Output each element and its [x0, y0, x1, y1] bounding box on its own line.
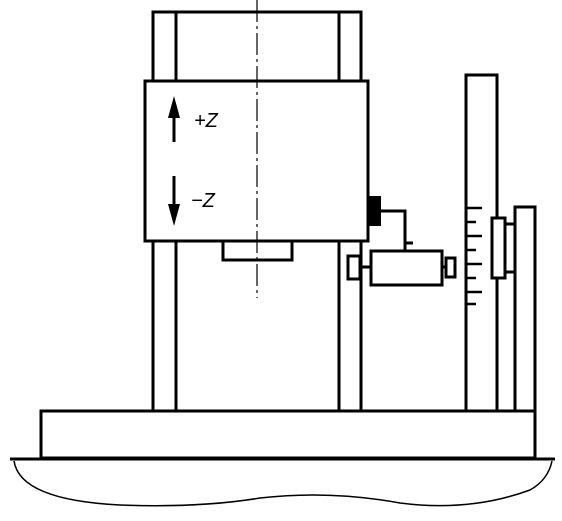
scale-rail [464, 73, 499, 413]
foundation-outline [13, 460, 553, 507]
base-block [39, 409, 537, 460]
plus-z-arrowhead [168, 96, 180, 118]
minus-z-arrowhead [168, 204, 180, 226]
plus-z-label: +Z [194, 110, 219, 132]
reading-head [490, 216, 507, 280]
scale-ticks [466, 206, 482, 306]
linkage-arm [381, 209, 413, 245]
sensor-body [369, 249, 444, 287]
support-post [513, 205, 537, 413]
minus-z-label: −Z [191, 190, 216, 212]
encoder-block [369, 196, 381, 226]
sensor-left-cap [346, 254, 362, 281]
sensor-right-cap [444, 256, 457, 279]
